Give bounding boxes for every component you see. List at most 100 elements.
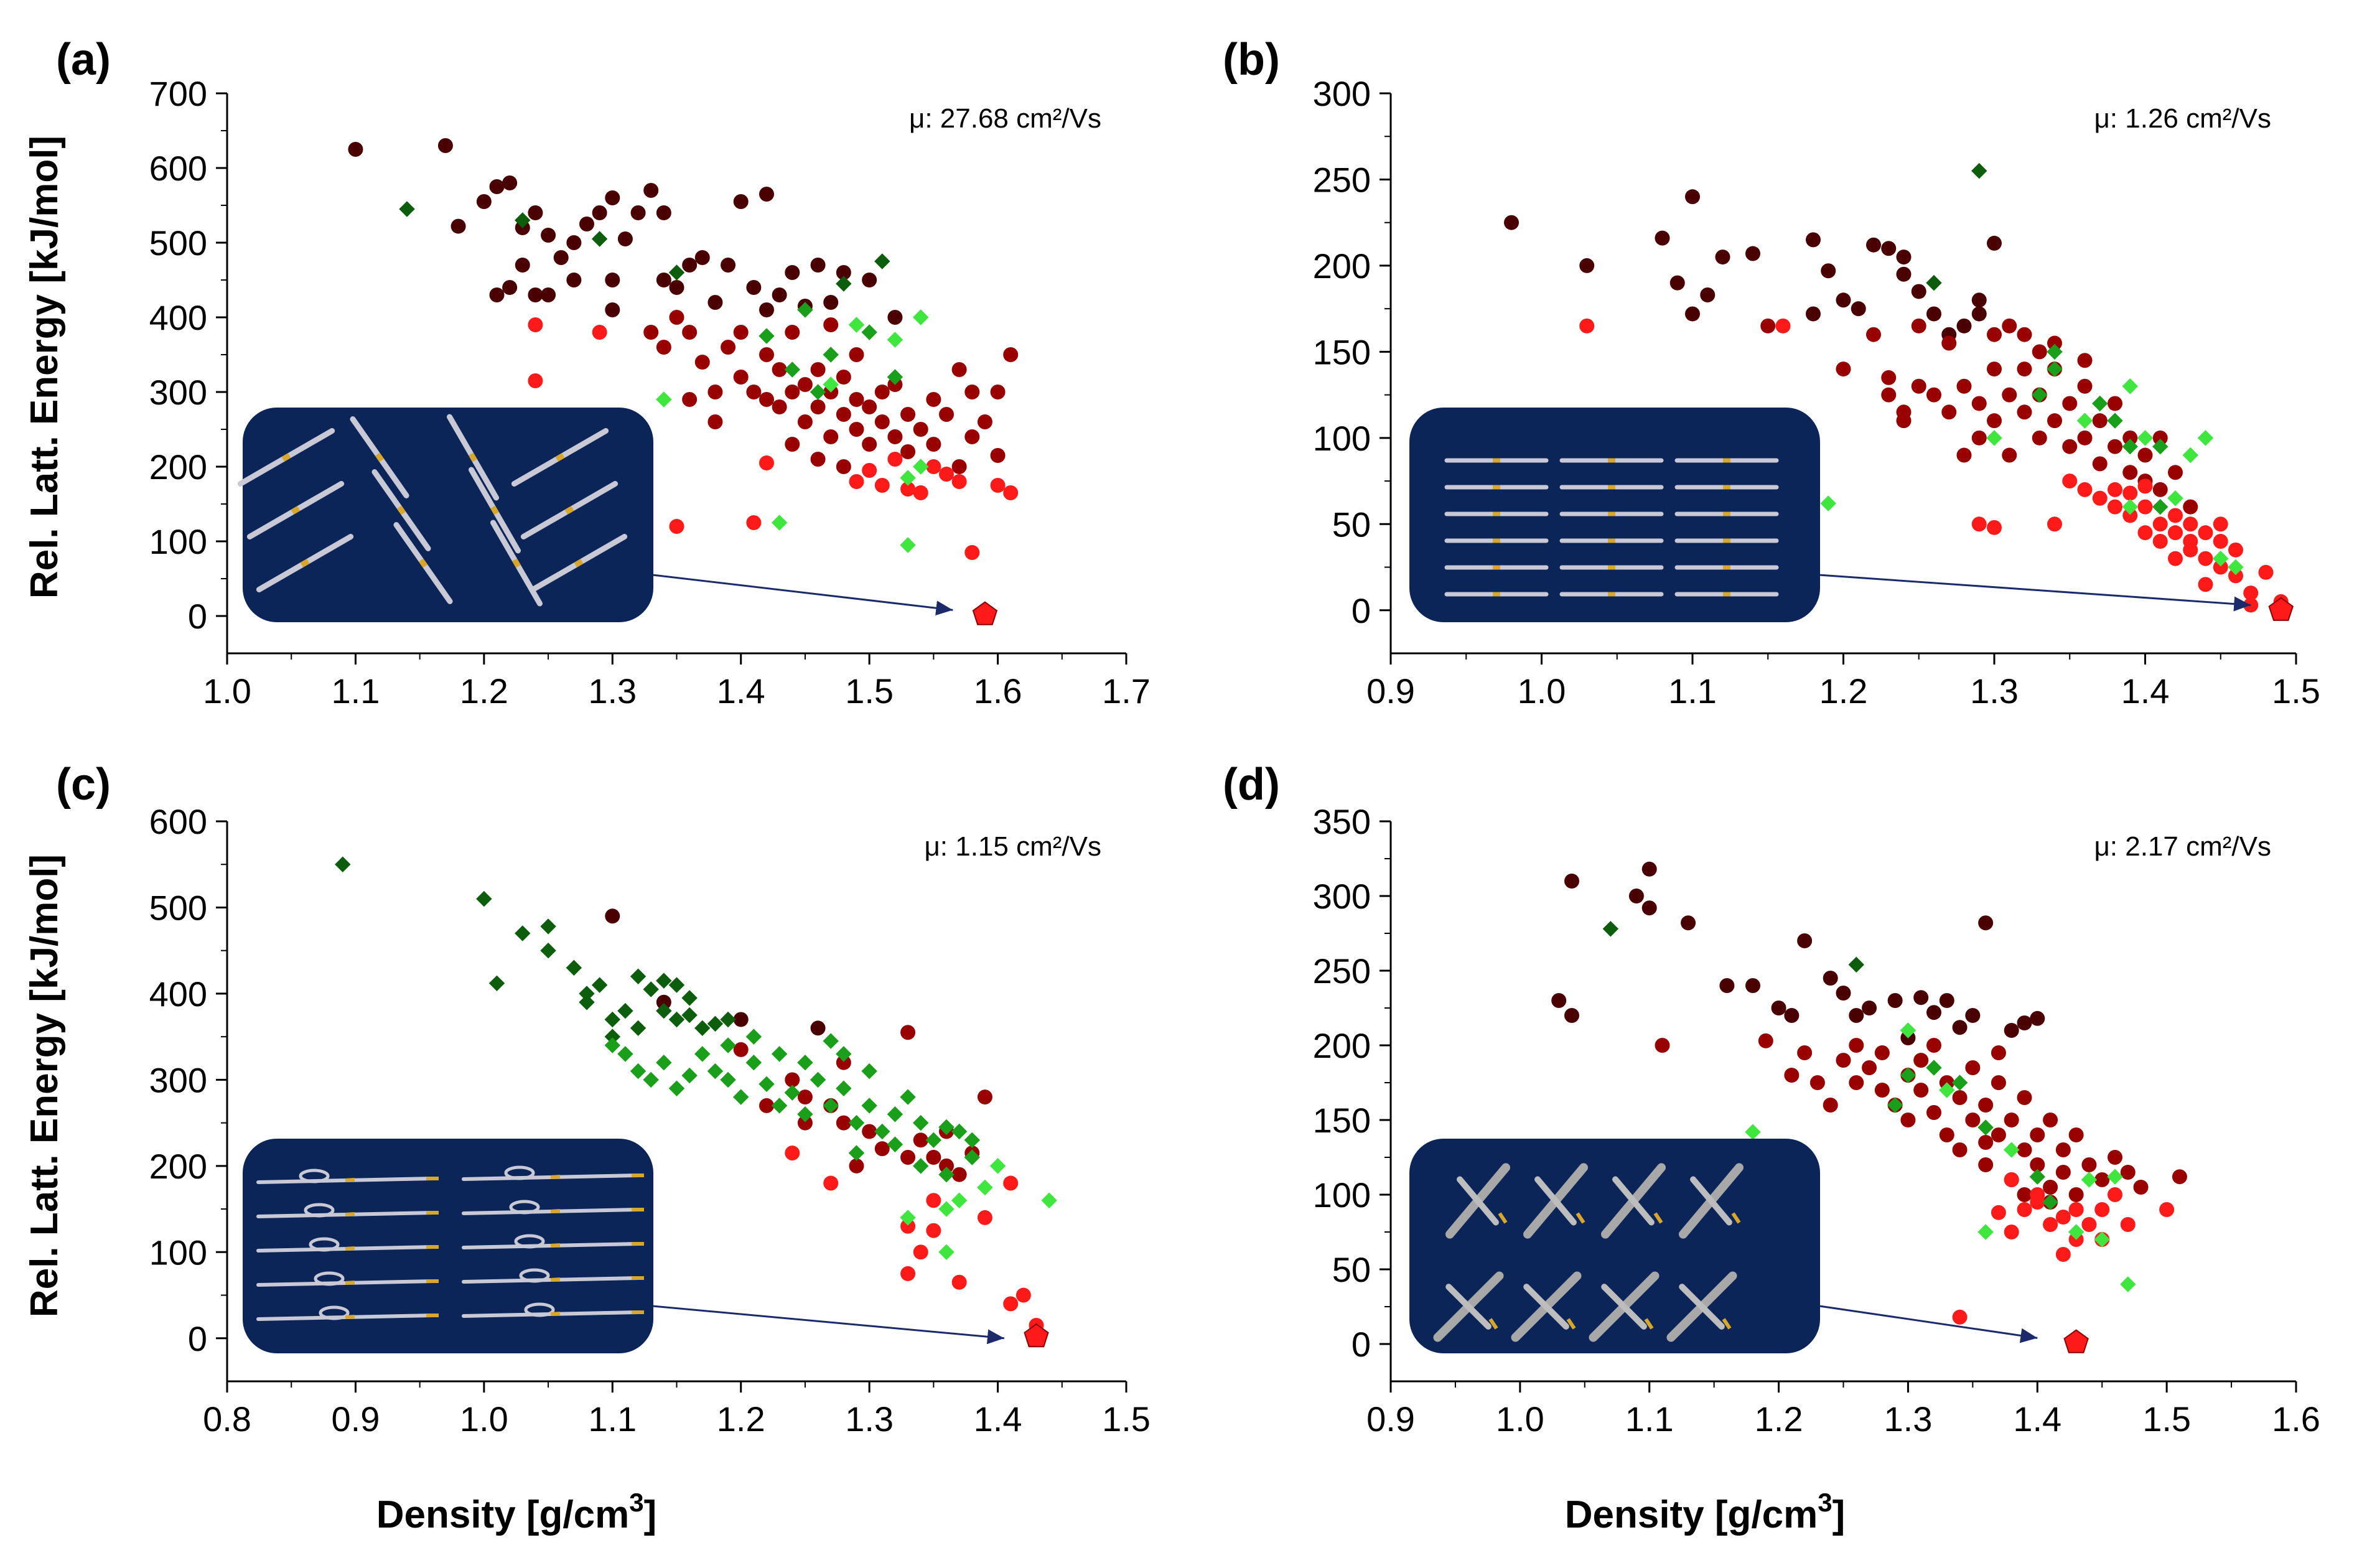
data-point-circle <box>2213 516 2228 532</box>
molecule-core <box>1576 1212 1585 1224</box>
data-point-diamond <box>1041 1192 1057 1208</box>
x-tick-label: 1.5 <box>2272 671 2320 711</box>
data-point-circle <box>849 1158 864 1174</box>
data-point-diamond <box>900 470 916 486</box>
data-point-diamond <box>784 362 801 378</box>
data-point-diamond <box>912 1158 929 1174</box>
data-point-circle <box>797 377 813 392</box>
data-point-circle <box>1887 993 1903 1008</box>
molecule-core <box>469 452 477 462</box>
data-point-diamond <box>874 253 890 269</box>
data-point-diamond <box>604 1011 621 1028</box>
x-tick-label: 1.4 <box>2121 671 2170 711</box>
y-tick-label: 150 <box>1313 1101 1371 1140</box>
data-point-circle <box>1849 1008 1864 1023</box>
data-point-diamond <box>771 1046 788 1062</box>
data-point-circle <box>759 1098 774 1113</box>
data-point-circle <box>1797 1045 1813 1060</box>
data-point-diamond <box>759 328 775 344</box>
data-point-diamond <box>2032 386 2048 403</box>
data-point-circle <box>1971 306 1987 322</box>
data-point-circle <box>2017 404 2032 420</box>
data-point-circle <box>2030 1157 2045 1172</box>
data-point-diamond <box>1745 1124 1761 1140</box>
y-tick-label: 300 <box>149 1060 207 1099</box>
data-point-circle <box>733 370 749 385</box>
data-point-circle <box>2122 485 2138 501</box>
data-point-circle <box>1003 485 1019 500</box>
molecule-ring <box>309 1237 340 1252</box>
data-point-circle <box>1641 900 1657 916</box>
data-point-circle <box>1926 1105 1941 1120</box>
inset-arrow <box>653 1305 1005 1345</box>
molecule-core <box>512 558 521 568</box>
data-point-circle <box>2120 1165 2136 1180</box>
data-point-diamond <box>2081 1172 2098 1188</box>
molecule-shape <box>1612 1176 1655 1226</box>
data-point-diamond <box>900 1089 916 1105</box>
data-point-circle <box>592 325 607 340</box>
x-tick-label: 1.2 <box>717 1399 765 1439</box>
data-point-diamond <box>2042 1194 2058 1210</box>
data-point-circle <box>502 280 518 295</box>
molecule-ring <box>314 1271 345 1286</box>
data-point-circle <box>2094 1172 2110 1187</box>
data-point-circle <box>2198 525 2213 541</box>
data-point-circle <box>900 407 916 422</box>
molecule-core <box>1566 1318 1576 1330</box>
data-point-circle <box>2030 1127 2045 1142</box>
data-point-circle <box>900 1266 916 1281</box>
data-point-circle <box>489 287 505 302</box>
y-tick-label: 600 <box>149 149 207 188</box>
data-point-circle <box>1987 327 2002 342</box>
data-point-circle <box>656 273 671 287</box>
data-point-circle <box>1987 520 2002 535</box>
data-point-circle <box>746 515 762 530</box>
data-point-circle <box>2055 1247 2071 1262</box>
data-point-circle <box>1821 263 1836 279</box>
data-point-circle <box>2062 396 2078 411</box>
data-point-circle <box>2183 499 2198 515</box>
data-point-circle <box>1913 1083 1929 1098</box>
molecule-core <box>345 1281 355 1285</box>
data-point-circle <box>2120 1217 2136 1232</box>
x-axis-title-right: Density [g/cm3] <box>1565 1488 1846 1536</box>
data-point-circle <box>1849 1075 1864 1090</box>
data-point-circle <box>874 385 890 399</box>
x-tick-label: 1.0 <box>460 1399 508 1439</box>
data-point-diamond <box>2003 1142 2020 1158</box>
data-point-circle <box>2168 508 2183 523</box>
data-point-circle <box>1564 1008 1579 1023</box>
data-point-circle <box>1504 215 1519 230</box>
data-point-diamond <box>630 1020 647 1037</box>
data-point-circle <box>1941 335 1957 351</box>
data-point-circle <box>1681 915 1696 931</box>
data-point-circle <box>1836 292 1851 308</box>
data-point-diamond <box>2122 378 2138 394</box>
data-point-diamond <box>1951 1075 1968 1091</box>
molecule-core <box>375 452 385 462</box>
data-point-diamond <box>720 1011 736 1028</box>
y-tick-label: 100 <box>149 1233 207 1272</box>
data-point-circle <box>759 187 774 202</box>
data-point-diamond <box>874 1123 890 1140</box>
data-point-diamond <box>1848 956 1865 973</box>
x-tick-label: 1.4 <box>717 671 765 711</box>
data-point-circle <box>1745 978 1760 993</box>
data-point-circle <box>823 295 839 310</box>
data-point-diamond <box>681 1007 698 1024</box>
data-point-circle <box>926 392 941 407</box>
data-point-diamond <box>540 918 556 935</box>
data-point-circle <box>1956 447 1972 463</box>
data-point-circle <box>810 1020 826 1036</box>
data-point-circle <box>913 1132 928 1148</box>
experimental-structure-marker <box>2268 597 2294 621</box>
data-point-circle <box>1991 1205 2006 1220</box>
x-axis-title-left-sup: 3 <box>629 1488 643 1517</box>
molecule-core <box>396 505 406 515</box>
data-point-circle <box>2108 396 2122 411</box>
y-tick-label: 300 <box>1313 877 1371 916</box>
molecule-shape <box>1457 1176 1499 1226</box>
data-point-circle <box>2004 1172 2019 1187</box>
data-point-circle <box>1965 1060 1981 1075</box>
